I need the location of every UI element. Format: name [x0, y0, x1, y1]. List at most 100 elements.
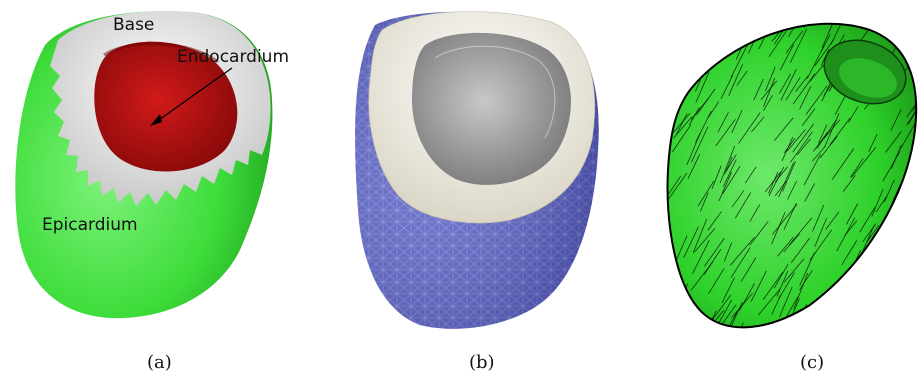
fiber-stroke: [875, 196, 887, 213]
fiber-stroke: [672, 112, 691, 133]
fiber-stroke: [694, 23, 717, 25]
endocardium-cavity: [94, 41, 238, 172]
fiber-stroke: [718, 172, 732, 202]
fiber-stroke: [667, 175, 682, 206]
fiber-stroke: [780, 68, 797, 101]
fiber-stroke: [805, 85, 828, 115]
fiber-stroke: [763, 77, 776, 107]
fiber-stroke: [734, 192, 752, 219]
fiber-stroke: [898, 189, 917, 219]
fiber-stroke: [679, 34, 689, 56]
fiber-stroke: [796, 138, 811, 156]
fiber-stroke: [722, 304, 737, 324]
fiber-stroke: [890, 144, 902, 169]
fiber-stroke: [883, 179, 895, 203]
fiber-stroke: [836, 217, 856, 252]
fiber-stroke: [773, 117, 794, 141]
fiber-stroke: [724, 156, 733, 175]
fiber-stroke: [799, 252, 815, 286]
fiber-stroke: [795, 75, 809, 92]
fiber-stroke: [824, 113, 840, 147]
fiber-stroke: [909, 168, 917, 185]
fiber-stroke: [722, 159, 737, 188]
fiber-stroke: [704, 0, 728, 21]
mesh-figure: [355, 11, 599, 329]
fiber-stroke: [816, 119, 837, 149]
fiber-stroke: [790, 131, 813, 163]
fiber-stroke: [736, 70, 748, 86]
fiber-stroke: [778, 272, 795, 300]
caption-b: (b): [469, 352, 495, 373]
fiber-stroke: [751, 116, 765, 133]
fiber-stroke: [777, 236, 795, 257]
fiber-stroke: [703, 23, 712, 33]
fiber-stroke: [783, 233, 800, 253]
fiber-stroke: [768, 23, 788, 24]
fiber-stroke: [801, 108, 816, 126]
caption-c: (c): [800, 352, 825, 373]
fiber-stroke: [880, 23, 894, 31]
fiber-stroke: [720, 75, 733, 99]
fiber-stroke: [785, 30, 804, 54]
fiber-stroke: [694, 227, 716, 252]
fiber-stroke: [774, 180, 787, 197]
fiber-stroke: [786, 129, 806, 152]
fiber-stroke: [691, 126, 709, 163]
fiber-stroke: [764, 171, 782, 193]
fiber-stroke: [835, 299, 850, 318]
fiber-stroke: [900, 266, 917, 296]
fiber-stroke: [771, 294, 782, 315]
fiber-figure: [666, 0, 918, 329]
fiber-stroke: [909, 192, 917, 216]
fiber-stroke: [834, 2, 846, 21]
fiber-stroke: [841, 240, 858, 265]
fiber-stroke: [912, 92, 917, 112]
fiber-stroke: [708, 101, 720, 118]
fiber-stroke: [763, 95, 773, 112]
fiber-stroke: [722, 165, 741, 195]
fiber-stroke: [695, 72, 710, 103]
fiber-stroke: [667, 172, 688, 201]
fiber-stroke: [803, 154, 821, 186]
fiber-stroke: [744, 166, 757, 184]
fiber-stroke: [842, 23, 854, 25]
fiber-stroke: [821, 23, 834, 48]
fiber-stroke: [707, 211, 722, 231]
fiber-stroke: [814, 38, 835, 67]
fiber-stroke: [692, 218, 708, 254]
fiber-stroke: [793, 272, 809, 310]
fiber-stroke: [801, 311, 822, 328]
fiber-stroke: [876, 231, 896, 260]
fiber-stroke: [825, 211, 840, 230]
fiber-stroke: [886, 262, 904, 284]
fiber-stroke: [850, 158, 864, 178]
fiber-stroke: [705, 23, 732, 37]
fiber-stroke: [891, 213, 908, 236]
fiber-stroke: [875, 303, 891, 328]
fiber-stroke: [690, 261, 714, 291]
fiber-stroke: [779, 286, 793, 318]
fiber-stroke: [717, 112, 729, 133]
fiber-stroke: [721, 277, 735, 304]
fiber-stroke: [913, 312, 917, 328]
fiber-stroke: [760, 80, 778, 101]
fiber-stroke: [764, 66, 776, 92]
fiber-stroke: [914, 153, 917, 169]
fiber-stroke: [859, 207, 876, 233]
fiber-stroke: [771, 212, 786, 245]
fiber-stroke: [778, 162, 794, 198]
fiber-stroke: [799, 86, 812, 110]
fiber-stroke: [723, 242, 733, 262]
fiber-stroke: [850, 303, 863, 319]
fiber-stroke: [792, 73, 816, 105]
fiber-stroke: [745, 23, 758, 30]
fiber-stroke: [787, 180, 797, 200]
fiber-stroke: [880, 236, 901, 261]
fiber-stroke: [830, 6, 838, 23]
fiber-stroke: [697, 180, 715, 207]
fiber-stroke: [911, 284, 917, 307]
endocardium-arrow: [155, 67, 233, 123]
fiber-stroke: [753, 78, 764, 101]
fiber-stroke: [730, 44, 748, 78]
fiber-stroke: [715, 118, 736, 147]
